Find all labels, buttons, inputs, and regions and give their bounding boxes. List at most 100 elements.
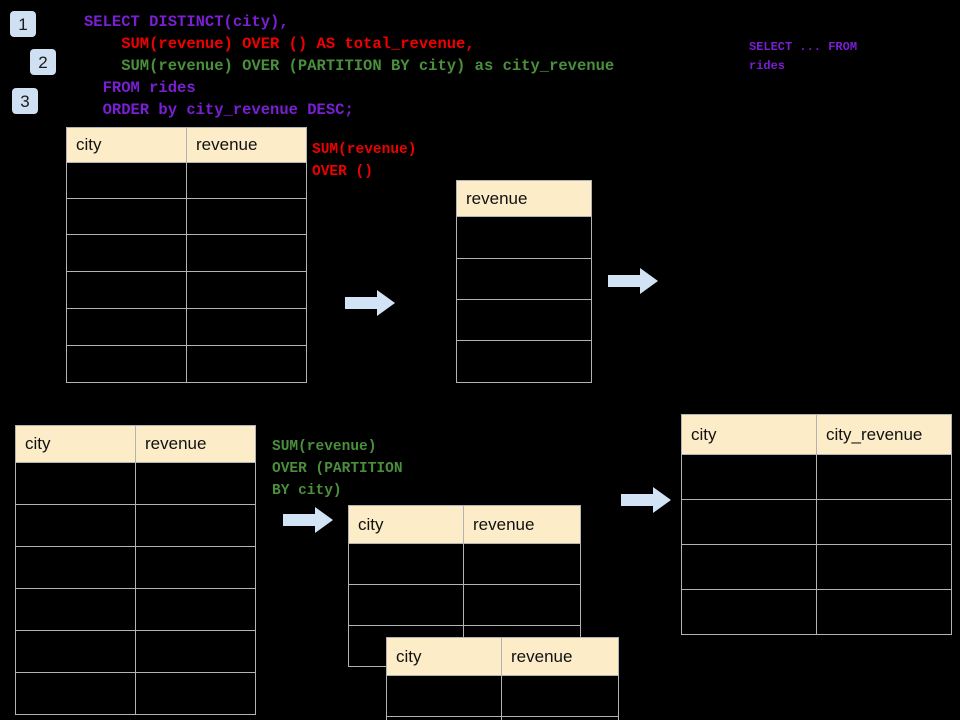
table-revenue-only: revenue	[456, 180, 592, 383]
cell-revenue	[186, 345, 307, 383]
cell-city-revenue	[816, 589, 952, 635]
annotation-total-revenue-line-1: SUM(revenue)	[312, 142, 417, 158]
annotation-city-revenue-line-1: SUM(revenue)	[272, 439, 377, 455]
step-badge-3: 3	[12, 88, 38, 114]
table-row	[15, 504, 256, 547]
column-header-revenue: revenue	[501, 637, 619, 676]
column-header-city-revenue: city_revenue	[816, 414, 952, 455]
cell-city	[681, 589, 817, 635]
arrow-right-icon-source-to-revenue	[345, 288, 395, 318]
cell-city	[15, 630, 136, 673]
table-row	[456, 258, 592, 300]
cell-city	[15, 462, 136, 505]
table-row	[15, 630, 256, 673]
cell-revenue	[456, 258, 592, 300]
cell-revenue	[186, 162, 307, 199]
cell-city	[66, 234, 187, 272]
column-header-revenue: revenue	[186, 127, 307, 163]
cell-city-revenue	[816, 454, 952, 500]
column-header-city: city	[348, 505, 464, 544]
sql-line-city-revenue: SUM(revenue) OVER (PARTITION BY city) as…	[84, 57, 615, 75]
step-badge-3-label: 3	[20, 91, 30, 111]
table-row	[15, 546, 256, 589]
cell-city	[681, 499, 817, 545]
cell-revenue	[135, 672, 256, 715]
column-header-city: city	[386, 637, 502, 676]
table-partition-front: city revenue	[386, 637, 619, 720]
cell-revenue	[135, 546, 256, 589]
annotation-total-revenue-line-2: OVER ()	[312, 164, 373, 180]
cell-city	[15, 672, 136, 715]
cell-city-revenue	[816, 499, 952, 545]
cell-revenue	[135, 504, 256, 547]
cell-revenue	[501, 675, 619, 717]
table-header-row: city revenue	[66, 127, 307, 163]
cell-city	[66, 198, 187, 235]
table-row	[386, 716, 619, 720]
sql-line-total-revenue: SUM(revenue) OVER () AS total_revenue,	[84, 35, 475, 53]
step-badge-1: 1	[10, 11, 36, 37]
cell-revenue	[186, 234, 307, 272]
cell-revenue	[186, 271, 307, 309]
table-row	[456, 340, 592, 383]
cell-revenue	[186, 198, 307, 235]
arrow-right-icon-partition-to-result	[621, 485, 671, 515]
table-header-row: city city_revenue	[681, 414, 952, 455]
table-row	[66, 234, 307, 272]
table-row	[15, 462, 256, 505]
column-header-city: city	[66, 127, 187, 163]
table-row	[681, 589, 952, 635]
table-row	[15, 588, 256, 631]
step-badge-2-label: 2	[38, 52, 48, 72]
cell-revenue	[456, 299, 592, 341]
side-note-line-2: rides	[749, 59, 786, 73]
cell-city	[386, 716, 502, 720]
cell-city	[348, 584, 464, 626]
side-note-line-1: SELECT ... FROM	[749, 40, 858, 54]
cell-city	[386, 675, 502, 717]
cell-city	[15, 546, 136, 589]
arrow-right-icon-source-to-partition	[283, 505, 333, 535]
table-row	[681, 454, 952, 500]
cell-city	[66, 345, 187, 383]
table-row	[348, 584, 581, 626]
sql-line-select: SELECT DISTINCT(city),	[84, 13, 289, 31]
annotation-city-revenue-line-2: OVER (PARTITION	[272, 461, 403, 477]
table-row	[456, 216, 592, 259]
table-header-row: city revenue	[348, 505, 581, 544]
cell-city	[66, 162, 187, 199]
cell-city	[15, 504, 136, 547]
arrow-right-icon-revenue-to-result	[608, 266, 658, 296]
cell-revenue	[135, 630, 256, 673]
table-source-top: city revenue	[66, 127, 307, 383]
cell-city	[66, 308, 187, 346]
table-header-row: city revenue	[386, 637, 619, 676]
column-header-revenue: revenue	[456, 180, 592, 217]
cell-revenue	[135, 462, 256, 505]
sql-line-order-by: ORDER by city_revenue DESC;	[84, 101, 354, 119]
cell-revenue	[186, 308, 307, 346]
cell-revenue	[463, 543, 581, 585]
table-header-row: revenue	[456, 180, 592, 217]
step-badge-1-label: 1	[18, 14, 28, 34]
cell-revenue	[501, 716, 619, 720]
cell-revenue	[456, 340, 592, 383]
column-header-revenue: revenue	[135, 425, 256, 463]
table-row	[681, 544, 952, 590]
column-header-city: city	[681, 414, 817, 455]
cell-revenue	[463, 584, 581, 626]
table-header-row: city revenue	[15, 425, 256, 463]
cell-revenue	[135, 588, 256, 631]
table-row	[66, 271, 307, 309]
table-row	[386, 675, 619, 717]
cell-city	[348, 543, 464, 585]
table-row	[348, 543, 581, 585]
column-header-revenue: revenue	[463, 505, 581, 544]
column-header-city: city	[15, 425, 136, 463]
table-source-bottom: city revenue	[15, 425, 256, 715]
table-row	[681, 499, 952, 545]
sql-line-from: FROM rides	[84, 79, 196, 97]
table-row	[66, 162, 307, 199]
table-row	[15, 672, 256, 715]
